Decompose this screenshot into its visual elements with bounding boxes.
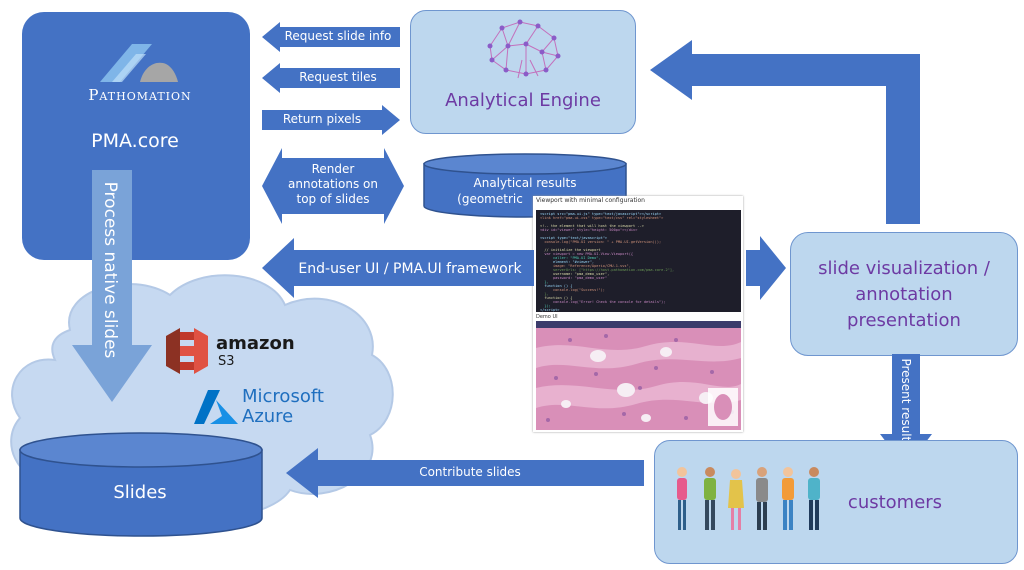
code-line: image: "Reference/Aperio/CMU-1.svs", (540, 264, 631, 268)
analytical-results-line2: (geometric (457, 192, 523, 206)
azure-title: Microsoft (242, 386, 324, 407)
brain-network-icon (487, 19, 561, 79)
end-user-ui-label: End-user UI / PMA.UI framework (298, 261, 522, 277)
pma-core-title: PMA.core (91, 130, 179, 152)
render-annotations-label: Render annotations on top of slides (288, 162, 378, 206)
code-line: }, (540, 280, 549, 284)
code-line: serverUrls: ["https://host.pathomation.c… (540, 268, 675, 272)
amazon-s3-icon (166, 328, 208, 374)
request-tiles-label: Request tiles (299, 70, 377, 84)
code-line: }, (540, 292, 549, 296)
code-line: <link href="pma.ui.css" type="text/css" … (540, 216, 664, 220)
return-pixels-arrow (262, 105, 400, 135)
slides-title: Slides (113, 482, 167, 503)
code-line: var viewport = new PMA.UI.View.Viewport(… (540, 252, 634, 256)
code-panel: <script src="pma.ui.js" type="text/javas… (536, 210, 741, 312)
code-lines: <script src="pma.ui.js" type="text/javas… (540, 212, 737, 312)
azure-icon (194, 390, 238, 424)
contribute-slides-arrow (286, 448, 644, 498)
analytical-results-line1: Analytical results (473, 176, 577, 190)
code-line: </script> (540, 308, 560, 312)
present-results-label: Present results (899, 358, 913, 448)
code-line: <!-- the element that will host the view… (540, 224, 644, 228)
code-line: username: "pma_demo_user", (540, 272, 610, 276)
code-line: function () { (540, 296, 573, 300)
end-user-ui-arrow (262, 238, 534, 298)
pathomation-logo-text: Pathomation (88, 86, 192, 104)
people-icon (677, 467, 820, 530)
return-pixels-label: Return pixels (282, 112, 362, 126)
slide-viz-title: slide visualization / annotation present… (818, 258, 990, 331)
present-results-arrow (880, 354, 932, 468)
amazon-title: amazon (216, 333, 295, 354)
slides-cylinder (19, 432, 263, 537)
code-line: }); (540, 304, 551, 308)
customers-title: customers (847, 492, 943, 513)
tissue-toolbar (536, 321, 741, 328)
code-line: // initialize the viewport (540, 248, 601, 252)
code-panel-title: Viewport with minimal configuration (536, 197, 645, 204)
code-line: caller: "PMA.UI Demo", (540, 256, 601, 260)
code-line: element: "#viewer", (540, 260, 595, 264)
amazon-sub: S3 (218, 354, 235, 369)
feedback-elbow-arrow (650, 40, 920, 224)
code-line: <script type="text/javascript"> (540, 236, 608, 240)
process-arrow (72, 170, 152, 402)
request-tiles-arrow (262, 63, 400, 93)
to-slide-viz-arrow (746, 236, 786, 300)
contribute-slides-label: Contribute slides (419, 465, 521, 479)
render-annotations-arrow (262, 148, 404, 224)
azure-sub: Azure (242, 406, 294, 427)
analytical-engine-title: Analytical Engine (445, 90, 601, 111)
code-line: <div id="viewer" style="height: 500px"><… (540, 228, 638, 232)
tissue-label: Demo UI (536, 314, 558, 320)
pathomation-logo-icon (100, 44, 178, 82)
code-line: <script src="pma.ui.js" type="text/javas… (540, 212, 662, 216)
code-line: console.log("Success!"); (540, 288, 605, 292)
code-line: password: "pma_demo_user" (540, 276, 608, 280)
request-slide-info-label: Request slide info (284, 29, 392, 43)
request-slide-info-arrow (262, 22, 400, 52)
tissue-image (536, 328, 741, 430)
code-line: console.log("PMA.UI version: " + PMA.UI.… (540, 240, 662, 244)
code-line: function () { (540, 284, 573, 288)
analytical-engine-box (410, 10, 636, 134)
code-line: console.log("Error! Check the console fo… (540, 300, 666, 304)
process-label: Process native slides (100, 181, 120, 359)
